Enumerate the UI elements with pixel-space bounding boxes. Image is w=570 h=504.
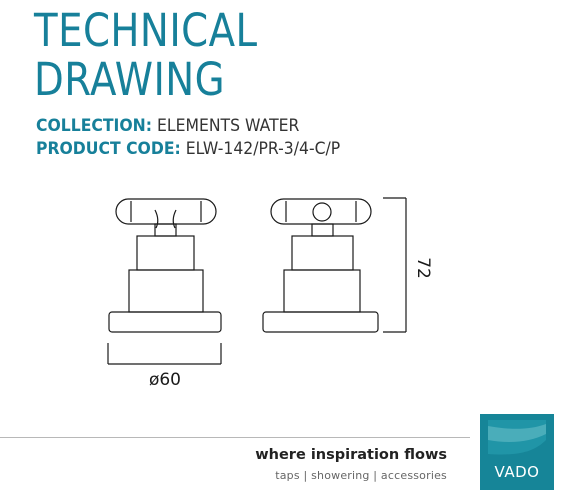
brand-name: VADO bbox=[494, 463, 540, 481]
title-line-1: TECHNICAL bbox=[34, 4, 258, 57]
footer-divider bbox=[0, 437, 470, 438]
front-upper-body bbox=[136, 235, 195, 271]
vado-logo: VADO bbox=[480, 414, 554, 490]
collection-row: COLLECTION: ELEMENTS WATER bbox=[36, 116, 299, 136]
front-handle-hub bbox=[154, 209, 177, 229]
front-middle-body bbox=[128, 269, 204, 313]
valve-side-view bbox=[262, 197, 407, 333]
collection-label: COLLECTION: bbox=[36, 116, 153, 136]
side-base-plate bbox=[262, 311, 379, 333]
side-spindle bbox=[311, 223, 334, 237]
side-middle-body bbox=[283, 269, 361, 313]
product-code-value: ELW-142/PR-3/4-C/P bbox=[185, 139, 341, 159]
tagline: where inspiration flows bbox=[255, 447, 447, 463]
page-title: TECHNICAL DRAWING bbox=[34, 6, 258, 104]
height-label: 72 bbox=[413, 257, 433, 279]
front-spindle bbox=[154, 223, 177, 237]
diameter-label: ø60 bbox=[149, 370, 181, 390]
front-base-plate bbox=[108, 311, 222, 333]
collection-value: ELEMENTS WATER bbox=[156, 116, 300, 136]
wave-icon bbox=[488, 420, 546, 455]
title-line-2: DRAWING bbox=[34, 53, 226, 106]
side-upper-body bbox=[291, 235, 354, 271]
side-handle-hub bbox=[312, 202, 332, 222]
product-code-label: PRODUCT CODE: bbox=[36, 139, 181, 159]
product-categories: taps | showering | accessories bbox=[275, 469, 447, 482]
product-code-row: PRODUCT CODE: ELW-142/PR-3/4-C/P bbox=[36, 139, 340, 159]
valve-front-view bbox=[107, 198, 222, 365]
